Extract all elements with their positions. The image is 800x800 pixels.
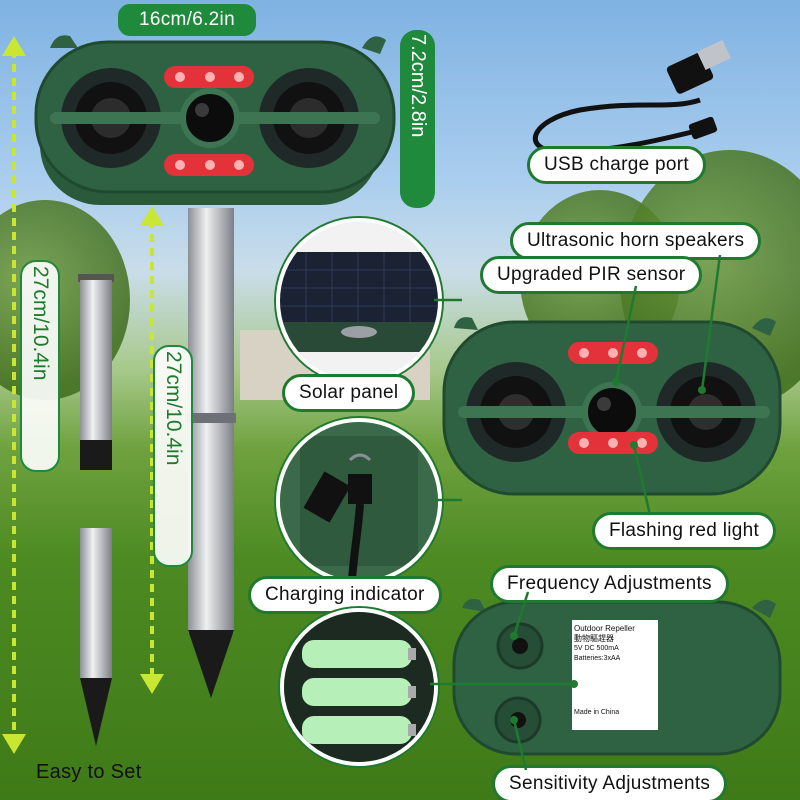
frequency-adjustments-label: Frequency Adjustments <box>490 565 729 603</box>
pir-sensor-label: Upgraded PIR sensor <box>480 256 703 294</box>
sticker-subtitle: 動物驅趕器 <box>574 634 614 643</box>
solar-panel-closeup <box>276 218 442 384</box>
charging-port-closeup <box>276 418 442 584</box>
sticker-title: Outdoor Repeller <box>574 624 635 633</box>
sticker-specs: 5V DC 500mA <box>574 645 619 652</box>
back-view-device: Outdoor Repeller 動物驅趕器 5V DC 500mA Batte… <box>452 598 782 756</box>
width-dimension-label: 16cm/6.2in <box>118 4 256 36</box>
front-view-device <box>442 317 782 496</box>
battery-compartment-closeup <box>280 608 438 766</box>
sticker-batteries: Batteries:3xAA <box>574 655 621 662</box>
usb-charge-port-label: USB charge port <box>527 146 706 184</box>
flashing-light-label: Flashing red light <box>592 512 777 550</box>
usb-cable-image <box>532 40 731 150</box>
stake-length-label-right: 27cm/10.4in <box>153 345 193 567</box>
sensitivity-adjustments-label: Sensitivity Adjustments <box>492 765 728 800</box>
main-device <box>34 35 396 205</box>
back-sticker: Outdoor Repeller 動物驅趕器 5V DC 500mA Batte… <box>574 624 656 718</box>
horn-speakers-label: Ultrasonic horn speakers <box>510 222 762 260</box>
height-dimension-label: 7.2cm/2.8in <box>400 30 435 208</box>
charging-indicator-label: Charging indicator <box>248 576 442 614</box>
solar-panel-label: Solar panel <box>282 374 416 412</box>
easy-to-set-label: Easy to Set <box>36 761 142 783</box>
sticker-origin: Made in China <box>574 709 620 716</box>
stake-assembled <box>186 208 236 698</box>
stake-part-top <box>78 274 114 470</box>
stake-part-bottom <box>80 528 112 746</box>
stake-length-label-left: 27cm/10.4in <box>20 260 60 472</box>
